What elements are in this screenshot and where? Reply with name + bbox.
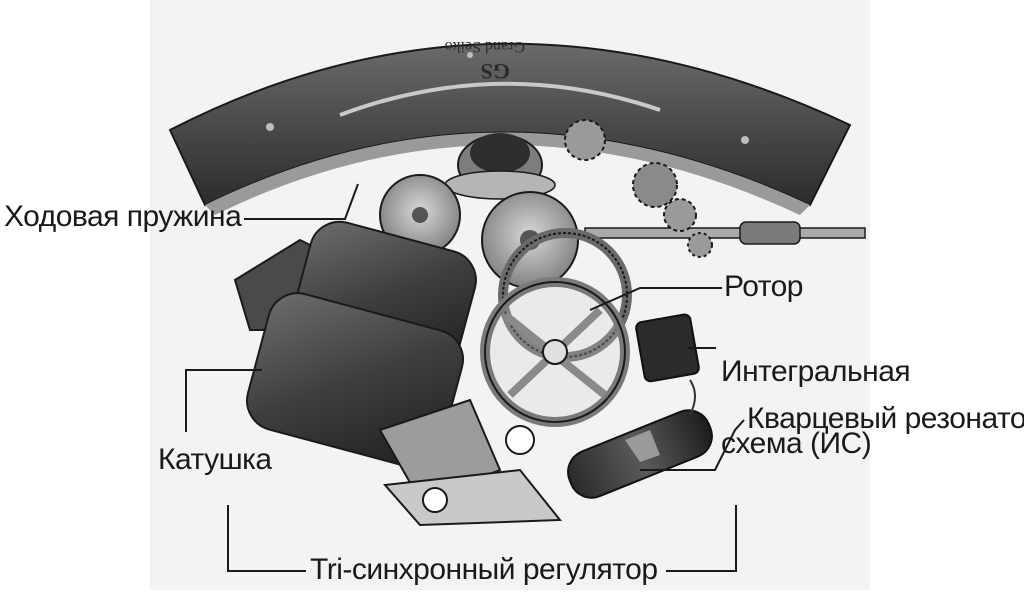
leader-quartz: [640, 419, 745, 471]
dial-engraving: Grand Seiko: [445, 38, 525, 55]
label-rotor: Ротор: [724, 270, 804, 303]
label-quartz-resonator: Кварцевый резонатор: [747, 402, 1024, 435]
leader-lines: [185, 183, 745, 572]
leader-rotor: [589, 287, 722, 311]
quartz-resonator: [567, 379, 713, 499]
label-integrated-circuit: Интегральная схема (ИС): [721, 318, 911, 498]
label-tri-synchro-regulator: Tri-синхронный регулятор: [310, 553, 658, 586]
rotor-wheel: [480, 228, 632, 427]
label-coil: Катушка: [158, 443, 272, 476]
leader-mainspring: [244, 183, 359, 220]
label-ic-line1: Интегральная: [721, 355, 911, 388]
regulator-plate: [382, 425, 563, 527]
label-mainspring: Ходовая пружина: [4, 200, 242, 233]
leader-regulator-right: [666, 505, 737, 572]
label-ic-line2: схема (ИС): [721, 427, 872, 460]
leader-coil: [185, 369, 262, 432]
leader-regulator-left: [227, 505, 306, 572]
svg-text:GS: GS: [481, 59, 510, 84]
crown-stem: [584, 198, 866, 258]
ic-chip: [635, 313, 700, 383]
